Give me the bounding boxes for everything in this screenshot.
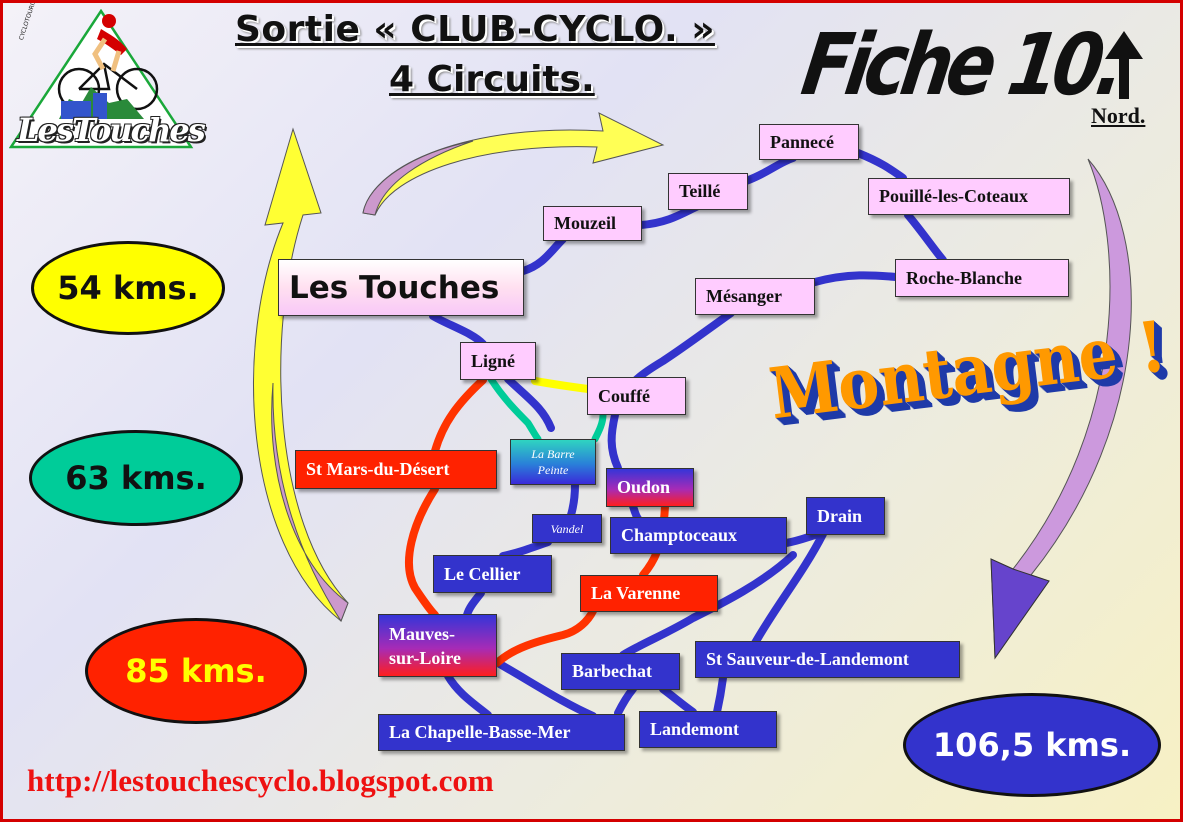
place-le-cellier: Le Cellier — [433, 555, 552, 593]
place-mesanger-label: Mésanger — [706, 286, 782, 306]
club-logo — [9, 9, 194, 149]
place-mauves-label-line2: sur-Loire — [389, 647, 461, 668]
fiche-number: Fiche 10. — [796, 15, 1127, 115]
distance-106-label: 106,5 kms. — [932, 726, 1132, 764]
place-mauves-sur-loire: Mauves- sur-Loire — [378, 614, 497, 677]
road-roche-blanche-mesanger — [811, 271, 900, 286]
place-st-mars-du-desert: St Mars-du-Désert — [295, 450, 497, 489]
curved-arrow-left — [253, 127, 349, 622]
curved-arrow-right-front — [990, 558, 1050, 660]
road-champtoceaux-barbechat — [619, 551, 797, 659]
place-pouille-les-coteaux: Pouillé-les-Coteaux — [868, 178, 1070, 215]
distance-54: 54 kms. — [31, 241, 225, 335]
road-teal-ligne-barre-peinte — [487, 375, 542, 443]
place-couffe-label: Couffé — [598, 385, 650, 406]
road-ligne-st-mars — [431, 376, 487, 455]
place-landemont-label: Landemont — [650, 719, 740, 739]
place-la-varenne-label: La Varenne — [591, 583, 681, 603]
place-roche-blanche: Roche-Blanche — [895, 259, 1069, 297]
place-la-barre-peinte-label: La Barre Peinte — [531, 447, 575, 477]
logo-name: LesTouches — [17, 111, 206, 149]
place-st-sauveur-label: St Sauveur-de-Landemont — [706, 649, 909, 669]
road-barbechat-landemont — [659, 685, 697, 716]
place-pannece: Pannecé — [759, 124, 859, 160]
page-title: Sortie « CLUB-CYCLO. » — [235, 9, 715, 50]
website-link[interactable]: http://lestouchescyclo.blogspot.com — [27, 763, 494, 798]
road-drain-st-sauveur — [751, 530, 827, 647]
distance-85: 85 kms. — [85, 618, 307, 724]
place-pannece-label: Pannecé — [770, 131, 834, 152]
road-pouille-roche-blanche — [904, 211, 947, 264]
place-landemont: Landemont — [639, 711, 777, 748]
page-subtitle: 4 Circuits. — [389, 59, 595, 100]
north-label: Nord. — [1091, 103, 1146, 128]
distance-106: 106,5 kms. — [903, 693, 1161, 797]
place-mouzeil: Mouzeil — [543, 206, 642, 241]
road-mesanger-couffe — [632, 309, 735, 384]
road-les-touches-ligne — [429, 312, 487, 348]
north-arrow-icon — [1105, 31, 1143, 99]
place-les-touches-label: Les Touches — [289, 269, 500, 306]
curved-arrow-left-shade — [271, 382, 349, 623]
place-drain: Drain — [806, 497, 885, 535]
place-st-sauveur-de-landemont: St Sauveur-de-Landemont — [695, 641, 960, 678]
place-la-barre-peinte: La Barre Peinte — [510, 439, 596, 485]
road-ligne-barre-peinte — [504, 375, 555, 432]
place-la-chapelle-basse-mer: La Chapelle-Basse-Mer — [378, 714, 625, 751]
place-teille: Teillé — [668, 173, 748, 210]
road-champtoceaux-drain — [782, 531, 819, 547]
place-st-mars-label: St Mars-du-Désert — [306, 459, 450, 479]
place-ligne-label: Ligné — [471, 350, 516, 371]
road-vandel-le-cellier — [499, 538, 552, 560]
road-barre-peinte-vandel — [567, 481, 579, 519]
road-mauves-la-chapelle — [444, 672, 492, 719]
place-roche-blanche-label: Roche-Blanche — [906, 267, 1022, 288]
place-la-chapelle-label: La Chapelle-Basse-Mer — [389, 722, 571, 742]
place-les-touches: Les Touches — [278, 259, 524, 316]
place-barbechat: Barbechat — [561, 653, 680, 690]
road-le-cellier-mauves — [463, 589, 485, 619]
place-vandel: Vandel — [532, 514, 602, 543]
place-oudon-label: Oudon — [617, 477, 671, 497]
place-teille-label: Teillé — [679, 181, 721, 201]
road-la-chapelle-barbechat — [614, 685, 637, 717]
place-drain-label: Drain — [817, 505, 862, 526]
road-les-touches-mouzeil — [519, 235, 567, 275]
place-la-varenne: La Varenne — [580, 575, 718, 612]
distance-54-label: 54 kms. — [57, 269, 199, 307]
place-le-cellier-label: Le Cellier — [444, 563, 521, 584]
place-pouille-label: Pouillé-les-Coteaux — [879, 186, 1028, 206]
distance-85-label: 85 kms. — [125, 652, 267, 690]
road-couffe-oudon — [607, 411, 622, 472]
place-champtoceaux-label: Champtoceaux — [621, 525, 737, 545]
place-oudon: Oudon — [606, 468, 694, 507]
road-st-mars-mauves — [405, 485, 439, 619]
road-pannece-pouille — [854, 149, 907, 182]
road-teal-couffe-barre-peinte — [591, 411, 607, 443]
place-mouzeil-label: Mouzeil — [554, 213, 616, 233]
curved-arrow-top-shade — [362, 140, 474, 216]
place-barbechat-label: Barbechat — [572, 661, 652, 681]
road-mauves-la-varenne — [493, 607, 597, 667]
road-mauves-barbechat — [494, 659, 597, 720]
place-mesanger: Mésanger — [695, 278, 815, 315]
place-mauves-label-line1: Mauves- — [389, 623, 455, 644]
road-teille-pannece — [742, 154, 797, 185]
distance-63-label: 63 kms. — [65, 459, 207, 497]
place-couffe: Couffé — [587, 377, 686, 415]
road-st-sauveur-landemont — [713, 674, 727, 716]
place-ligne: Ligné — [460, 342, 536, 380]
place-vandel-label: Vandel — [550, 521, 584, 536]
road-ligne-couffe — [531, 377, 592, 393]
route-map — [253, 112, 1132, 720]
place-champtoceaux: Champtoceaux — [610, 517, 787, 554]
distance-63: 63 kms. — [29, 430, 243, 526]
